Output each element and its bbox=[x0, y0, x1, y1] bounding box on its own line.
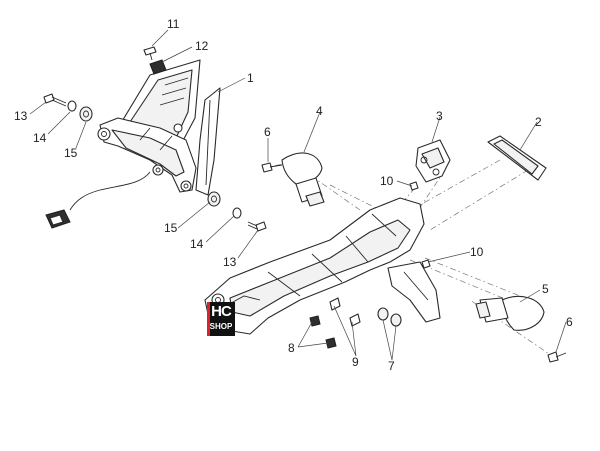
indicator-left bbox=[281, 152, 325, 207]
indicator-right bbox=[475, 295, 545, 331]
callout-11: 11 bbox=[167, 17, 180, 31]
callout-12: 12 bbox=[195, 39, 209, 53]
washer-14-right bbox=[232, 207, 242, 219]
clip-nut-12 bbox=[149, 59, 167, 75]
bolt-13-left bbox=[43, 93, 67, 107]
clip-9 bbox=[329, 297, 361, 327]
rear-undertray bbox=[204, 197, 441, 335]
callout-4: 4 bbox=[316, 104, 323, 118]
nut-8 bbox=[309, 315, 337, 349]
hc-shop-logo: HC SHOP bbox=[207, 302, 235, 336]
callout-7: 7 bbox=[388, 359, 395, 373]
callout-10-upper: 10 bbox=[380, 174, 394, 188]
screw-11 bbox=[143, 46, 157, 61]
screw-6-left bbox=[261, 162, 283, 173]
callout-2: 2 bbox=[535, 115, 542, 129]
wiring-harness bbox=[45, 171, 151, 229]
grommet-15-right bbox=[207, 191, 221, 207]
callout-6-right: 6 bbox=[566, 315, 573, 329]
callout-8: 8 bbox=[288, 341, 295, 355]
callout-14-left: 14 bbox=[33, 131, 47, 145]
callout-15-left: 15 bbox=[64, 146, 78, 160]
bushing-7 bbox=[377, 307, 402, 327]
callout-14-right: 14 bbox=[190, 237, 204, 251]
logo-accent-bar bbox=[207, 302, 210, 336]
bolt-13-right bbox=[247, 221, 267, 232]
reflector bbox=[487, 135, 547, 181]
callout-9: 9 bbox=[352, 355, 359, 369]
nut-10-upper bbox=[409, 181, 419, 191]
callout-13-right: 13 bbox=[223, 255, 237, 269]
callout-labels: 1 2 3 4 5 6 6 7 8 9 10 10 11 12 13 13 14… bbox=[14, 17, 573, 373]
callout-5: 5 bbox=[542, 282, 549, 296]
callout-6-left: 6 bbox=[264, 125, 271, 139]
screw-6-right bbox=[547, 351, 567, 363]
callout-10-lower: 10 bbox=[470, 245, 484, 259]
callout-15-right: 15 bbox=[164, 221, 178, 235]
callout-1: 1 bbox=[247, 71, 254, 85]
callout-13-left: 13 bbox=[14, 109, 28, 123]
logo-text-shop: SHOP bbox=[209, 322, 233, 331]
grommet-15-left bbox=[79, 106, 93, 122]
leader-lines bbox=[29, 29, 567, 361]
washer-14-left bbox=[67, 100, 77, 112]
logo-text-hc: HC bbox=[211, 303, 232, 320]
tail-light-bracket bbox=[97, 59, 221, 196]
callout-3: 3 bbox=[436, 109, 443, 123]
plate-light bbox=[415, 139, 451, 183]
